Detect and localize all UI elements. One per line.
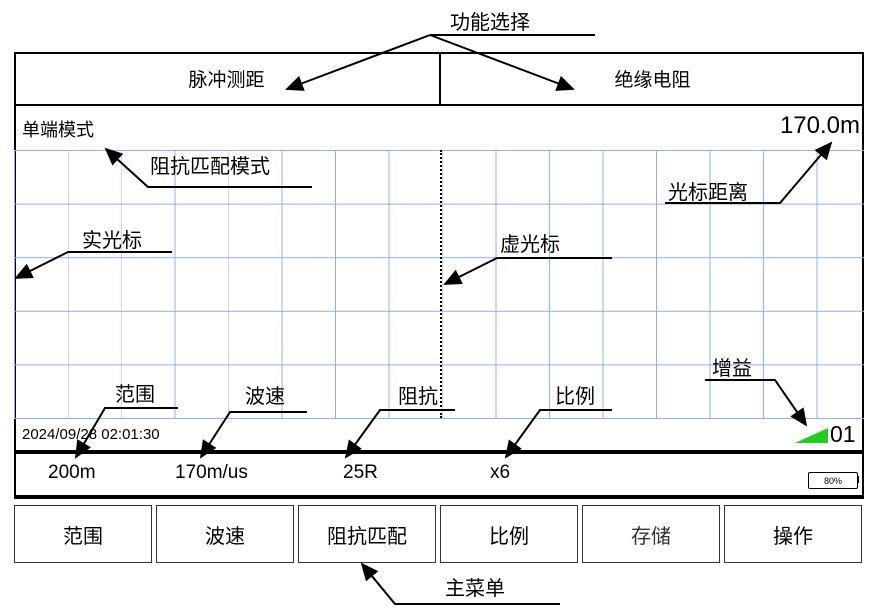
mode-label: 单端模式 [22, 120, 94, 140]
annotation-range: 范围 [115, 382, 155, 406]
menu-velocity-button[interactable]: 波速 [156, 505, 294, 563]
divider [14, 450, 864, 454]
annotation-impedance-mode: 阻抗匹配模式 [150, 154, 270, 178]
tab-insulation-resistance[interactable]: 绝缘电阻 [441, 52, 864, 106]
annotation-impedance: 阻抗 [398, 384, 438, 408]
cursor-distance: 170.0m [779, 112, 860, 139]
battery-icon: 80% [808, 472, 858, 489]
annotation-solid-cursor: 实光标 [82, 228, 142, 252]
dashed-cursor[interactable] [440, 150, 442, 418]
annotation-velocity: 波速 [245, 384, 285, 408]
tab-pulse-ranging[interactable]: 脉冲测距 [14, 52, 441, 106]
gain-value: 01 [830, 421, 856, 447]
impedance-value: 25R [343, 462, 378, 483]
battery-tip [857, 476, 859, 483]
menu-save-button[interactable]: 存储 [582, 505, 720, 563]
menu-operate-button[interactable]: 操作 [724, 505, 862, 563]
gain-indicator-icon [795, 428, 828, 443]
annotation-function-select: 功能选择 [450, 10, 530, 34]
annotation-main-menu: 主菜单 [445, 576, 505, 600]
velocity-value: 170m/us [175, 462, 248, 483]
annotation-dashed-cursor: 虚光标 [500, 232, 560, 256]
datetime: 2024/09/28 02:01:30 [22, 426, 160, 443]
menu-range-button[interactable]: 范围 [14, 505, 152, 563]
annotation-gain: 增益 [712, 356, 752, 380]
scale-value: x6 [490, 462, 511, 483]
menu-impedance-match-button[interactable]: 阻抗匹配 [298, 505, 436, 563]
battery-level: 80% [823, 475, 842, 486]
annotation-scale: 比例 [555, 384, 595, 408]
annotation-cursor-distance: 光标距离 [668, 180, 748, 204]
range-value: 200m [48, 462, 96, 483]
divider [14, 495, 864, 499]
menu-scale-button[interactable]: 比例 [440, 505, 578, 563]
